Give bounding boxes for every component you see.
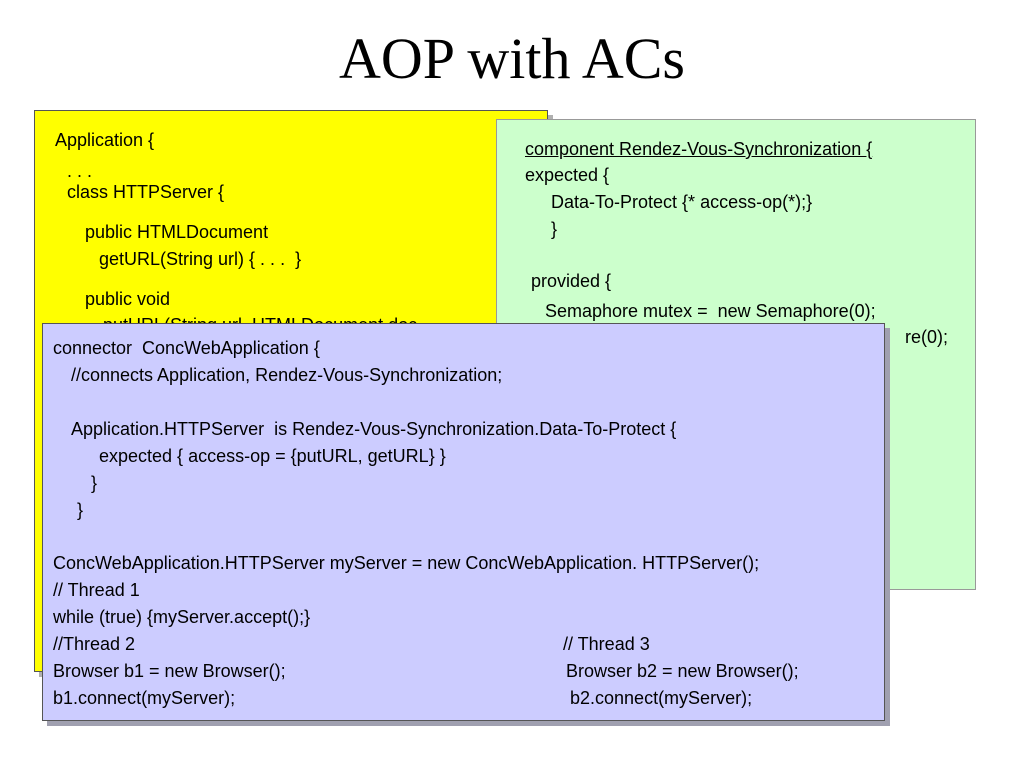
slide-title: AOP with ACs	[339, 26, 685, 91]
code-line: // Thread 1	[53, 580, 140, 600]
code-line: getURL(String url) { . . . }	[99, 249, 302, 269]
code-line: // Thread 3	[563, 634, 650, 654]
code-line: provided {	[531, 271, 612, 291]
code-line: while (true) {myServer.accept();}	[53, 607, 311, 627]
code-line: //Thread 2	[53, 634, 136, 654]
connector-code-box: connector ConcWebApplication { //connect…	[42, 323, 885, 721]
code-line: expected { access-op = {putURL, getURL} …	[99, 446, 446, 466]
code-line: b1.connect(myServer);	[53, 688, 236, 708]
code-line: Data-To-Protect {* access-op(*);}	[551, 192, 813, 212]
code-line: ConcWebApplication.HTTPServer myServer =…	[53, 553, 760, 573]
code-line: expected {	[525, 165, 610, 185]
code-line: Browser b1 = new Browser();	[53, 661, 286, 681]
code-line: Application.HTTPServer is Rendez-Vous-Sy…	[71, 419, 677, 439]
code-line: //connects Application, Rendez-Vous-Sync…	[71, 365, 503, 385]
code-line: public HTMLDocument	[85, 222, 269, 242]
code-line: Semaphore mutex = new Semaphore(0);	[545, 301, 876, 321]
code-line: public void	[85, 289, 171, 309]
code-line: re(0);	[905, 327, 949, 347]
code-line: connector ConcWebApplication {	[53, 338, 320, 358]
code-line: class HTTPServer {	[67, 182, 225, 202]
code-line: }	[551, 219, 558, 239]
code-line: b2.connect(myServer);	[570, 688, 753, 708]
code-line: }	[77, 500, 84, 520]
code-line: component Rendez-Vous-Synchronization {	[525, 139, 873, 159]
code-line: Application {	[55, 130, 155, 150]
code-line: . . .	[67, 161, 93, 181]
code-line: Browser b2 = new Browser();	[566, 661, 799, 681]
code-line: }	[91, 473, 98, 493]
